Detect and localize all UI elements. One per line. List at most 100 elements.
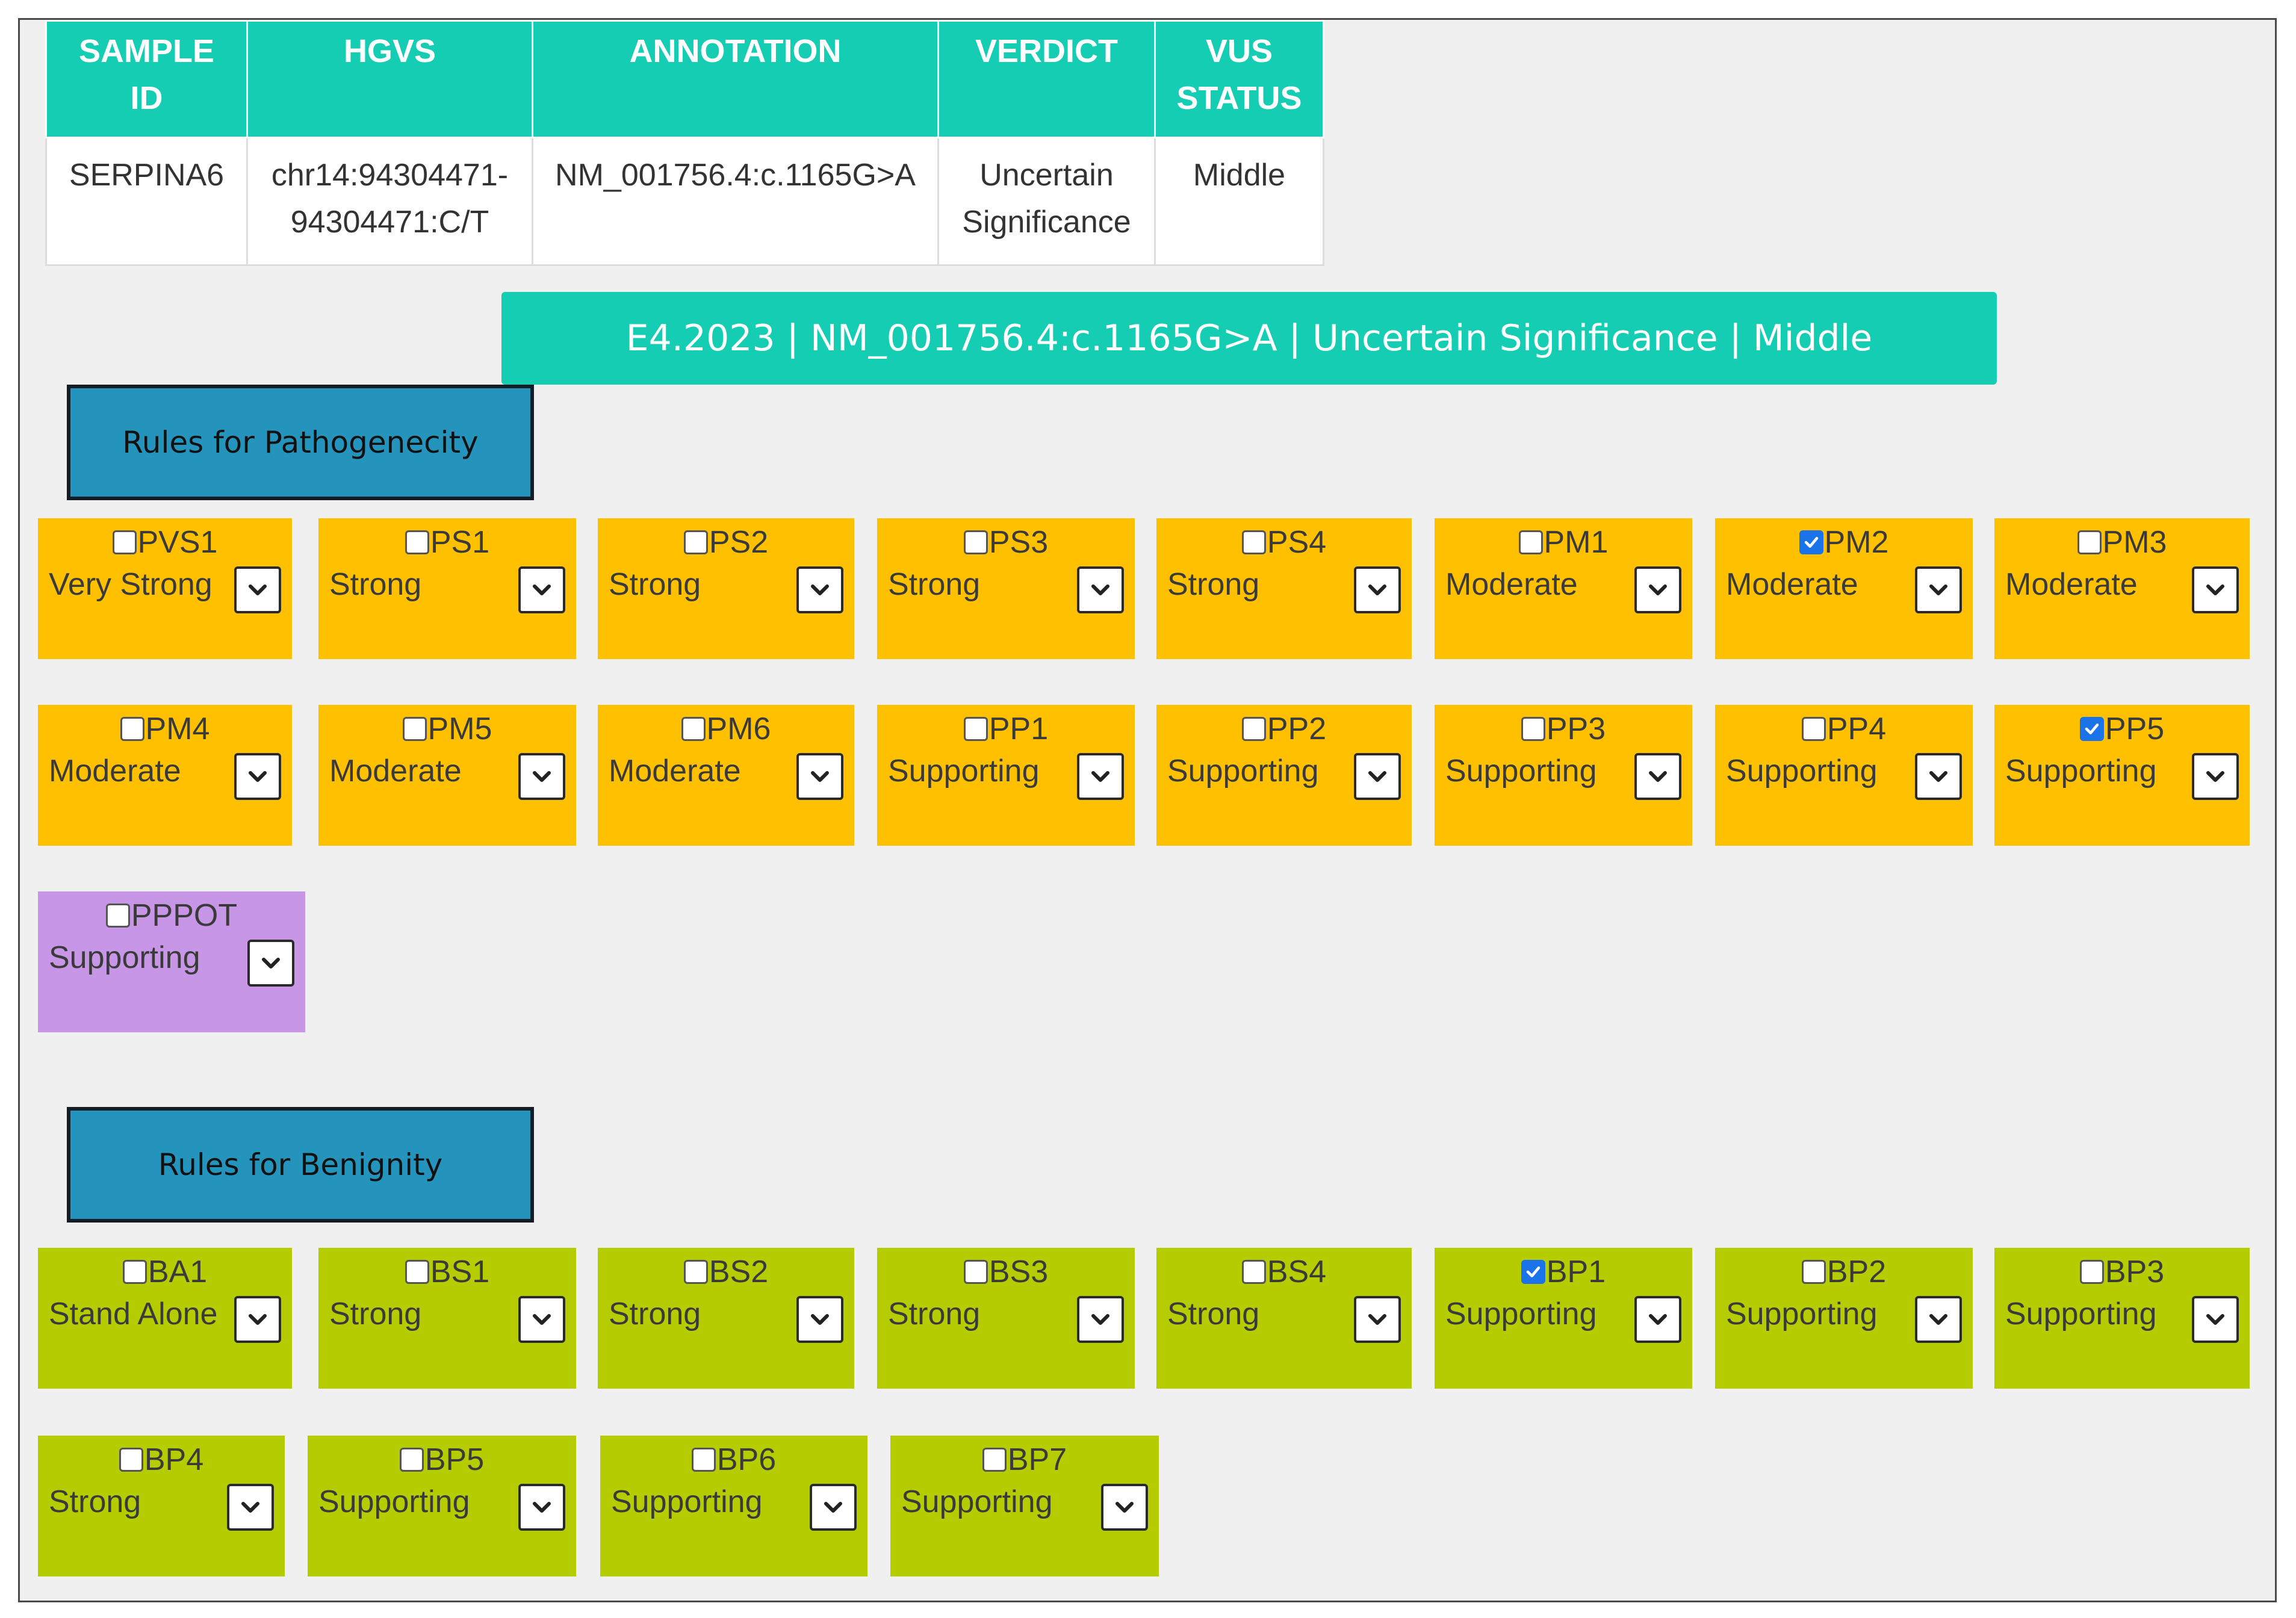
rule-checkbox-bs4[interactable]	[1241, 1260, 1266, 1284]
rule-strength-dropdown-ps1[interactable]	[518, 566, 565, 613]
cell-sample-id: SERPINA6	[45, 137, 248, 266]
rule-checkbox-bs1[interactable]	[405, 1260, 429, 1284]
rule-checkbox-pvs1[interactable]	[112, 530, 137, 554]
rule-strength-dropdown-bp4[interactable]	[227, 1484, 274, 1531]
rule-code: BS2	[709, 1254, 769, 1289]
rule-checkbox-pm3[interactable]	[2077, 530, 2102, 554]
rule-header: PM6	[598, 711, 854, 747]
chevron-down-icon	[533, 1502, 551, 1513]
rule-checkbox-pm6[interactable]	[681, 717, 706, 741]
rule-checkbox-bp6[interactable]	[691, 1448, 716, 1472]
rule-strength-dropdown-bp2[interactable]	[1915, 1296, 1962, 1343]
rule-strength-dropdown-pvs1[interactable]	[234, 566, 281, 613]
rule-strength-dropdown-bp7[interactable]	[1101, 1484, 1148, 1531]
rule-header: PS4	[1156, 524, 1412, 560]
rule-code: PVS1	[137, 525, 218, 560]
rule-checkbox-ba1[interactable]	[122, 1260, 147, 1284]
rule-checkbox-pp2[interactable]	[1241, 717, 1266, 741]
rule-checkbox-pp5[interactable]	[2079, 717, 2104, 741]
rule-header: PM5	[318, 711, 576, 747]
rule-strength-dropdown-ps4[interactable]	[1354, 566, 1401, 613]
chevron-down-icon	[249, 584, 267, 595]
rule-checkbox-bp4[interactable]	[119, 1448, 143, 1472]
rule-strength-dropdown-pm2[interactable]	[1915, 566, 1962, 613]
rule-strength-dropdown-bs3[interactable]	[1077, 1296, 1124, 1343]
rule-header: BP3	[1994, 1254, 2250, 1290]
rule-strength-dropdown-pm3[interactable]	[2192, 566, 2239, 613]
rule-checkbox-pp1[interactable]	[963, 717, 988, 741]
rule-strength-label: Strong	[609, 567, 701, 602]
rule-header: PM3	[1994, 524, 2250, 560]
rule-strength-dropdown-pm1[interactable]	[1634, 566, 1681, 613]
rule-checkbox-pm2[interactable]	[1799, 530, 1823, 554]
rule-strength-dropdown-bp1[interactable]	[1634, 1296, 1681, 1343]
rule-code: BS4	[1267, 1254, 1327, 1289]
rule-strength-dropdown-pp5[interactable]	[2192, 753, 2239, 800]
rule-checkbox-bp2[interactable]	[1801, 1260, 1826, 1284]
rule-checkbox-pp4[interactable]	[1801, 717, 1826, 741]
rule-code: PP2	[1267, 711, 1327, 746]
rule-strength-label: Moderate	[49, 754, 181, 789]
rule-strength-dropdown-pm5[interactable]	[518, 753, 565, 800]
rule-strength-label: Supporting	[1726, 754, 1878, 789]
rule-strength-dropdown-pppot[interactable]	[247, 940, 294, 987]
rule-strength-dropdown-bs4[interactable]	[1354, 1296, 1401, 1343]
rule-strength-dropdown-bp5[interactable]	[518, 1484, 565, 1531]
rule-checkbox-ps4[interactable]	[1241, 530, 1266, 554]
app-frame: SAMPLE ID HGVS ANNOTATION VERDICT VUS ST…	[18, 18, 2277, 1602]
rule-checkbox-bs2[interactable]	[683, 1260, 708, 1284]
rule-checkbox-pm5[interactable]	[402, 717, 427, 741]
rule-strength-dropdown-bs2[interactable]	[796, 1296, 843, 1343]
rule-strength-dropdown-pp4[interactable]	[1915, 753, 1962, 800]
rule-strength-dropdown-bp3[interactable]	[2192, 1296, 2239, 1343]
rule-code: BP4	[144, 1442, 204, 1477]
rule-header: BP5	[308, 1442, 576, 1478]
rule-checkbox-pp3[interactable]	[1521, 717, 1545, 741]
rule-strength-label: Strong	[609, 1297, 701, 1331]
header-vus-status: VUS STATUS	[1154, 20, 1324, 138]
rule-checkbox-ps3[interactable]	[963, 530, 988, 554]
rule-strength-dropdown-pp1[interactable]	[1077, 753, 1124, 800]
rule-header: PS2	[598, 524, 854, 560]
rules-pathogenicity-button[interactable]: Rules for Pathogenecity	[67, 385, 534, 500]
rule-checkbox-pppot[interactable]	[105, 904, 130, 928]
rule-strength-label: Strong	[1167, 567, 1260, 602]
header-hgvs: HGVS	[246, 20, 533, 138]
rule-checkbox-ps1[interactable]	[405, 530, 429, 554]
rule-strength-dropdown-bp6[interactable]	[810, 1484, 857, 1531]
rule-strength-label: Moderate	[329, 754, 462, 789]
rule-checkbox-bs3[interactable]	[963, 1260, 988, 1284]
rule-checkbox-pm1[interactable]	[1518, 530, 1543, 554]
rule-checkbox-pm4[interactable]	[120, 717, 144, 741]
rule-checkbox-bp7[interactable]	[982, 1448, 1007, 1472]
rule-strength-label: Very Strong	[49, 567, 213, 602]
rule-code: PP1	[988, 711, 1049, 746]
rule-strength-dropdown-pm6[interactable]	[796, 753, 843, 800]
rule-strength-dropdown-bs1[interactable]	[518, 1296, 565, 1343]
rule-checkbox-bp1[interactable]	[1521, 1260, 1545, 1284]
chevron-down-icon	[1091, 584, 1109, 595]
rule-strength-label: Moderate	[609, 754, 741, 789]
rule-code: BP6	[716, 1442, 777, 1477]
rule-strength-dropdown-pp2[interactable]	[1354, 753, 1401, 800]
rule-strength-dropdown-ps2[interactable]	[796, 566, 843, 613]
rule-strength-dropdown-pm4[interactable]	[234, 753, 281, 800]
rule-code: PM4	[145, 711, 210, 746]
rule-strength-dropdown-ps3[interactable]	[1077, 566, 1124, 613]
rule-code: BP1	[1546, 1254, 1606, 1289]
rule-checkbox-bp3[interactable]	[2079, 1260, 2104, 1284]
rule-checkbox-ps2[interactable]	[683, 530, 708, 554]
rule-strength-dropdown-ba1[interactable]	[234, 1296, 281, 1343]
rules-benignity-button[interactable]: Rules for Benignity	[67, 1107, 534, 1223]
rule-code: PS4	[1267, 525, 1327, 560]
rule-checkbox-bp5[interactable]	[399, 1448, 424, 1472]
rule-strength-dropdown-pp3[interactable]	[1634, 753, 1681, 800]
rule-header: PP5	[1994, 711, 2250, 747]
rule-strength-label: Moderate	[1726, 567, 1858, 602]
rule-header: PPPOT	[38, 897, 305, 934]
